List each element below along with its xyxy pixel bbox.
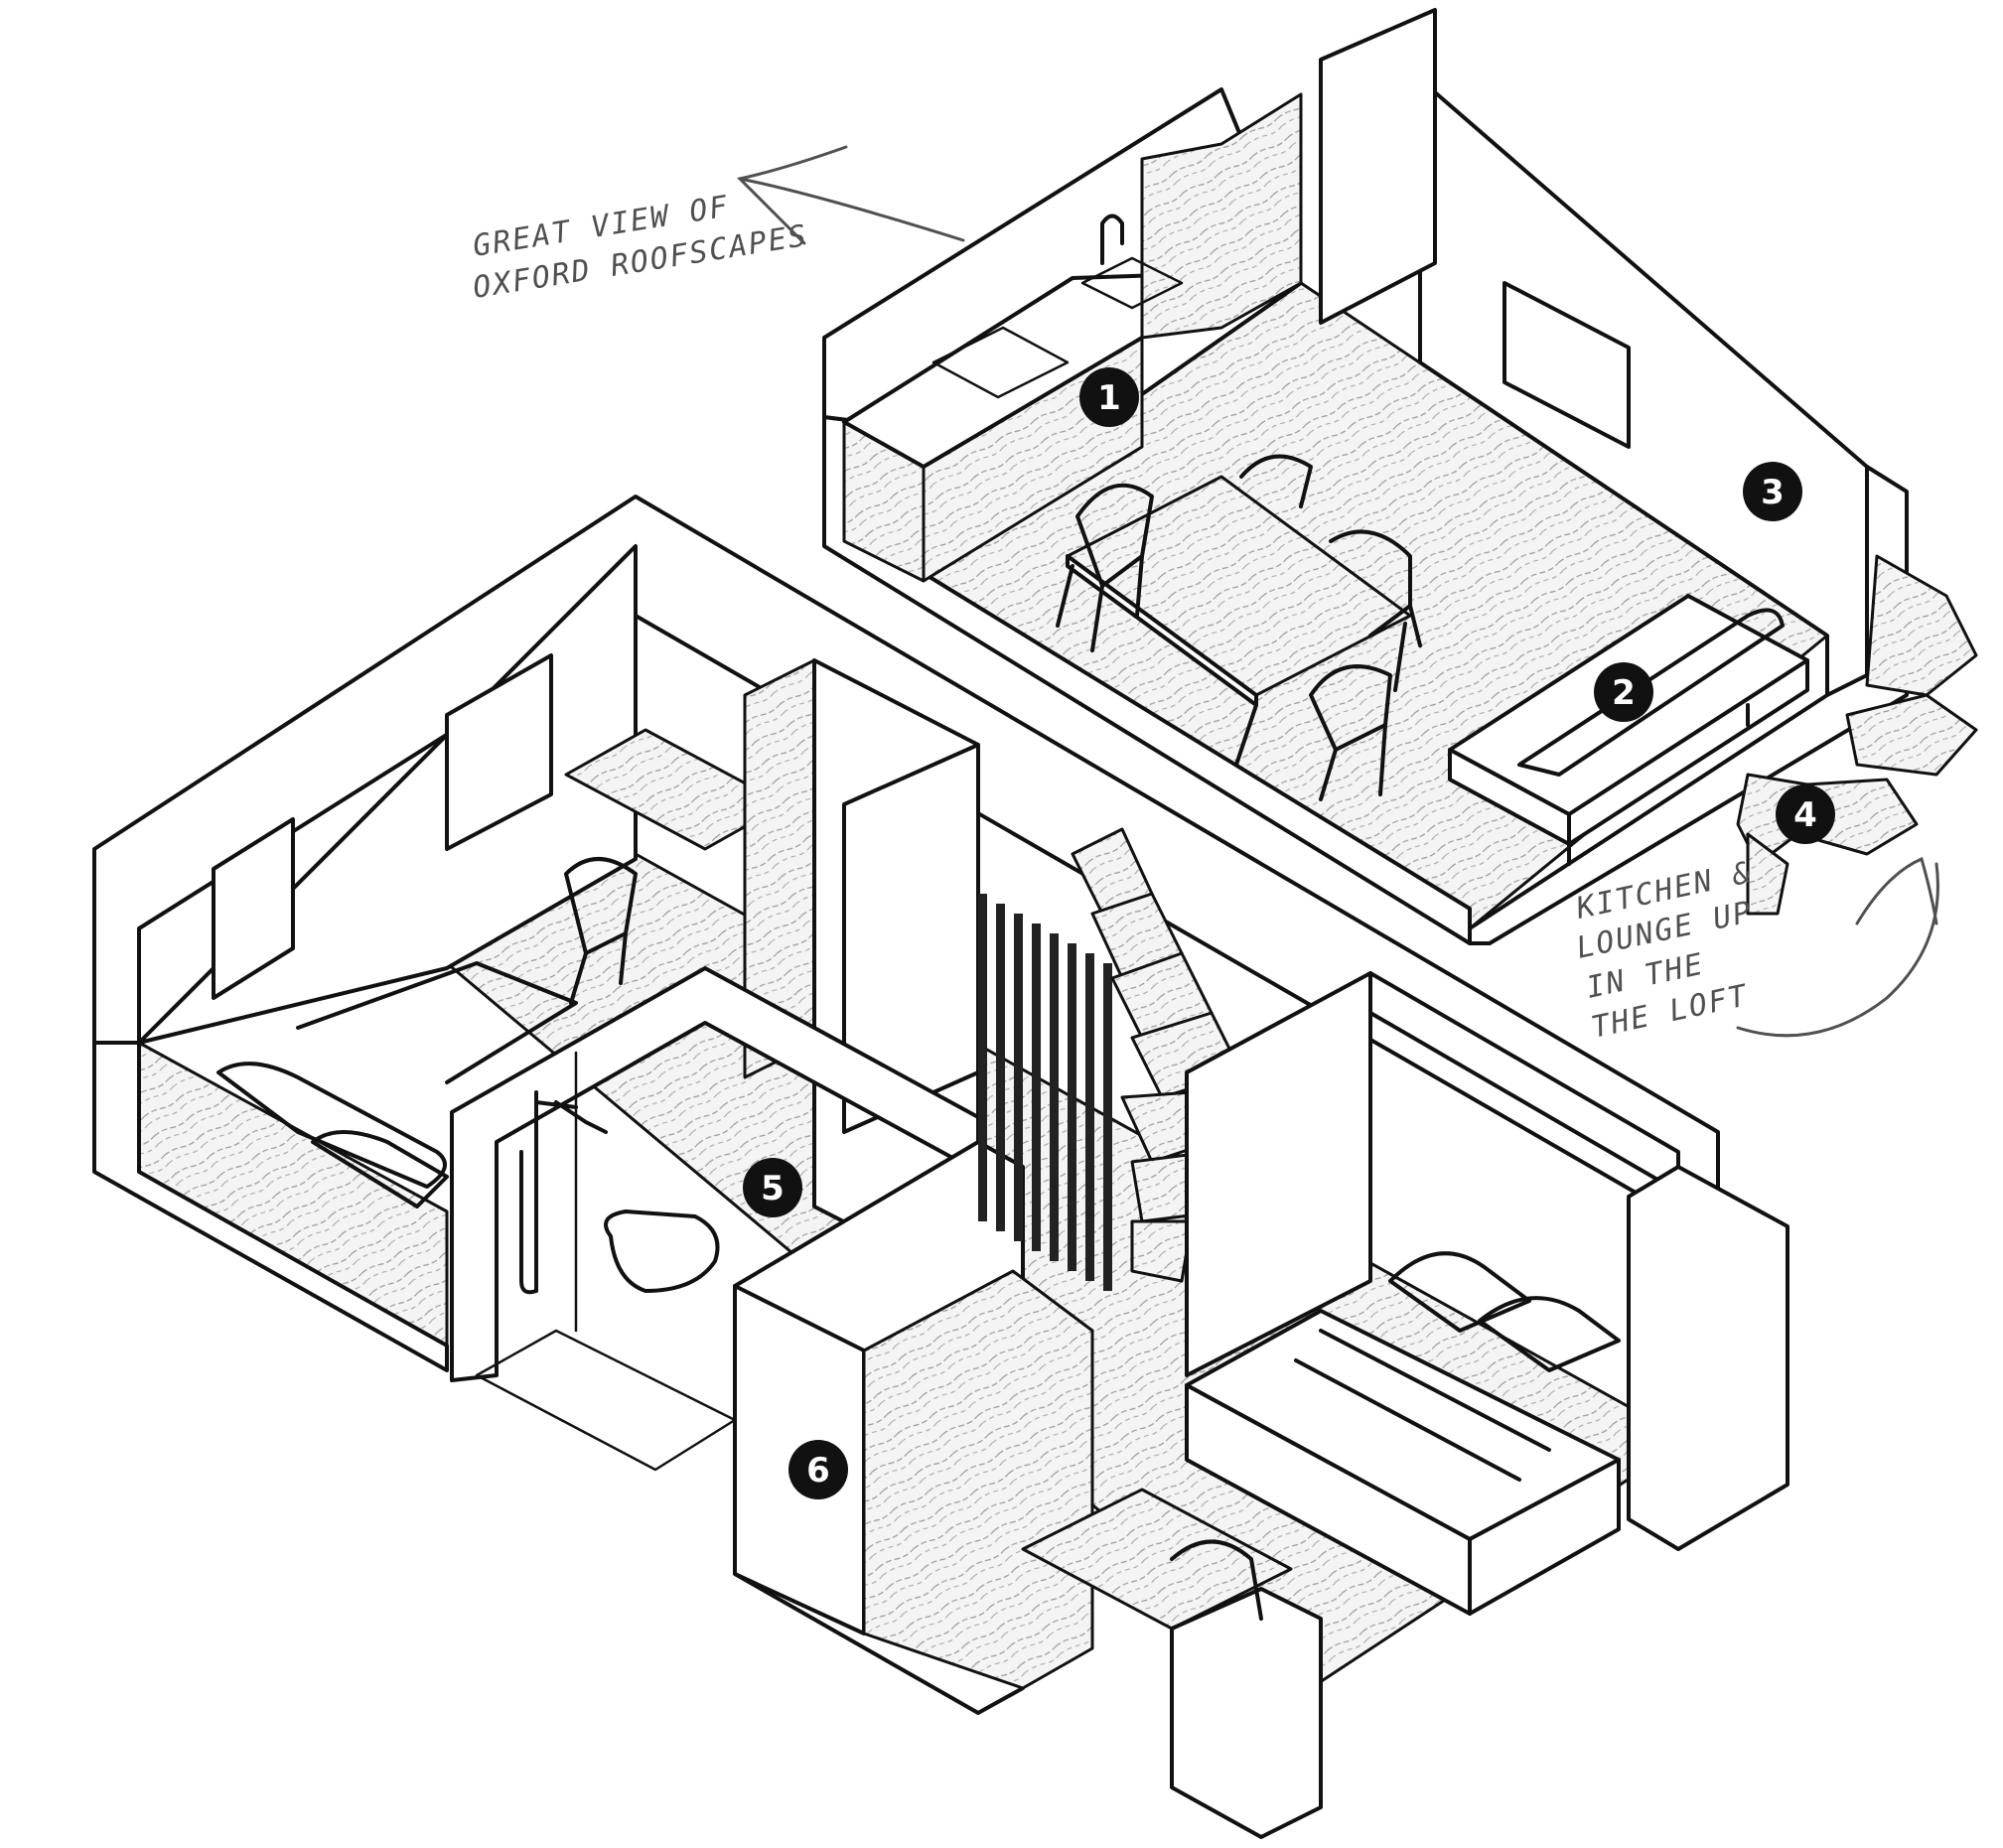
shower-tray (475, 1329, 737, 1472)
marker-5-label: 5 (761, 1169, 785, 1208)
bedroom-right-pillar (1627, 1165, 1789, 1551)
dining-table (1056, 475, 1412, 767)
tap (1100, 213, 1124, 265)
double-bed (1185, 1251, 1621, 1616)
lower-level (92, 495, 1789, 1839)
window-left-1 (212, 817, 295, 1000)
loft-pillar (1319, 8, 1437, 325)
sink (1080, 256, 1184, 310)
wardrobe-wood (862, 1269, 1094, 1690)
dining-chairs (1075, 454, 1422, 801)
bedroom-partition (1185, 971, 1372, 1377)
arrow-loft-icon (1736, 856, 1939, 1038)
lower-front-left-wall (92, 1041, 449, 1372)
desk-chair (564, 857, 638, 1005)
marker-2: 2 (1594, 662, 1653, 722)
marker-3-label: 3 (1761, 473, 1785, 512)
marker-1-label: 1 (1097, 378, 1121, 418)
front-cube (1170, 1587, 1323, 1839)
annotation-roofscapes: GREAT VIEW OF OXFORD ROOFSCAPES (471, 145, 965, 306)
hob (931, 326, 1070, 399)
marker-2-label: 2 (1612, 673, 1636, 713)
marker-4-label: 4 (1793, 795, 1817, 835)
arrow-roofscapes-icon (737, 145, 965, 245)
bathroom-back-wall (450, 966, 980, 1382)
loft-level (822, 8, 1978, 945)
marker-3: 3 (1743, 462, 1802, 521)
front-desk (1021, 1488, 1293, 1631)
toilet (604, 1209, 720, 1293)
front-desk-chair (1170, 1539, 1263, 1621)
tall-kitchen-cupboard (1140, 92, 1303, 340)
window-left-2 (445, 653, 553, 851)
marker-6-label: 6 (806, 1451, 830, 1491)
marker-1: 1 (1079, 367, 1139, 427)
single-bed (216, 961, 578, 1208)
wall-artwork (1502, 281, 1631, 449)
marker-6: 6 (788, 1440, 848, 1499)
slatted-screen (978, 894, 1112, 1291)
shower-head-icon (519, 1090, 608, 1295)
marker-5: 5 (743, 1158, 802, 1217)
marker-4: 4 (1776, 784, 1835, 844)
loft-side-wall (1468, 465, 1909, 945)
